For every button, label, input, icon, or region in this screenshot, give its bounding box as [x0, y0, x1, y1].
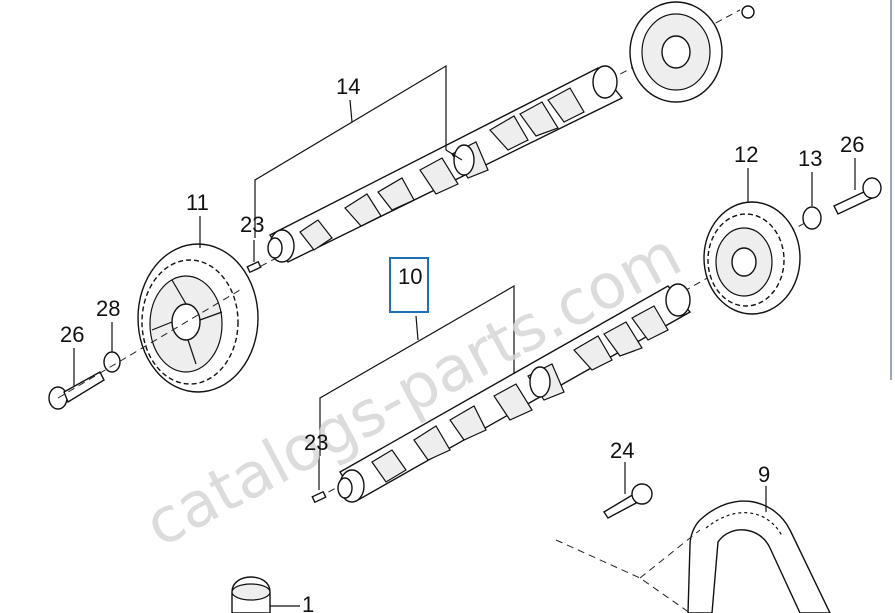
callout-1[interactable]: 1 [302, 592, 314, 613]
callout-highlight-box [389, 257, 429, 313]
callout-10[interactable]: 10 [398, 264, 422, 289]
washer-28[interactable] [103, 351, 121, 373]
callout-26-right[interactable]: 26 [840, 132, 864, 157]
bolt-26-right[interactable] [833, 177, 882, 215]
callout-23-top[interactable]: 23 [240, 212, 264, 237]
right-cam-sprocket[interactable] [703, 201, 801, 315]
bolt-24[interactable] [603, 483, 653, 519]
bolt-26-left[interactable] [48, 371, 105, 410]
upper-camshaft[interactable] [249, 9, 741, 273]
timing-belt[interactable] [687, 500, 831, 613]
callout-28[interactable]: 28 [96, 296, 120, 321]
callout-23-bottom[interactable]: 23 [304, 430, 328, 455]
lower-camshaft[interactable] [317, 219, 811, 503]
callout-14[interactable]: 14 [336, 74, 360, 99]
leader-lines [73, 64, 856, 607]
upper-right-sprocket[interactable] [629, 1, 755, 103]
left-cam-sprocket[interactable] [137, 243, 259, 393]
cam-plug-1[interactable] [231, 576, 271, 613]
callout-13[interactable]: 13 [798, 146, 822, 171]
callout-12[interactable]: 12 [734, 142, 758, 167]
callout-11[interactable]: 11 [186, 190, 209, 215]
callout-9[interactable]: 9 [758, 462, 770, 487]
callout-24[interactable]: 24 [610, 438, 634, 463]
callout-26-left[interactable]: 26 [60, 322, 84, 347]
dowel-pin-bottom[interactable] [311, 490, 327, 504]
dowel-pin-top[interactable] [246, 260, 262, 274]
washer-13[interactable] [802, 206, 822, 230]
